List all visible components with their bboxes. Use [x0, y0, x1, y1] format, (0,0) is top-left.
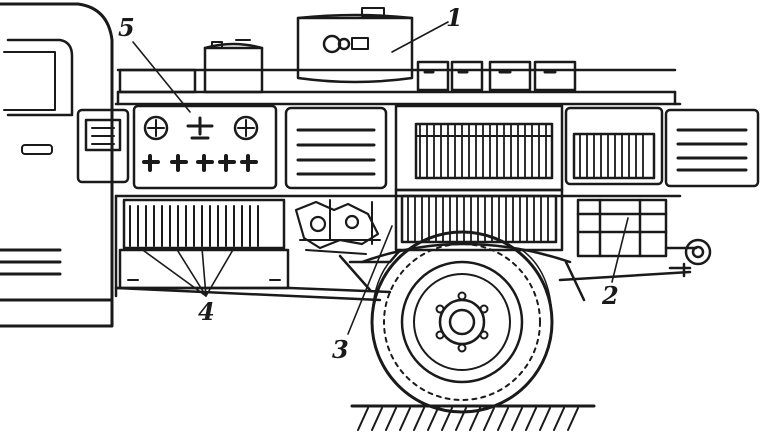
- roof-tank: [296, 7, 414, 84]
- side-door-right: [664, 108, 760, 188]
- leader-line-4d: [205, 247, 235, 297]
- step-ladder: [576, 198, 668, 258]
- control-knobs: [142, 154, 258, 172]
- engine-machinery: [294, 199, 381, 255]
- leader-line-4c: [201, 247, 207, 297]
- callout-4: 4: [198, 297, 215, 326]
- cylinder-compartment-lower: [394, 188, 564, 252]
- callout-3: 3: [332, 335, 349, 364]
- chassis-rail: [114, 248, 402, 302]
- leader-line-1: [391, 21, 449, 53]
- callout-1: 1: [446, 3, 463, 32]
- cylinder-compartment-right: [564, 106, 664, 186]
- leader-line-2: [611, 217, 629, 283]
- roof-rack: [116, 60, 677, 106]
- side-door-left: [76, 108, 130, 184]
- battery-compartment: [118, 198, 290, 290]
- truck-cab: [0, 2, 114, 328]
- leader-line-5: [132, 41, 191, 113]
- leader-lines: [132, 21, 629, 335]
- control-panel: [132, 104, 278, 190]
- rear-wheel: [370, 230, 554, 414]
- leader-line-4a: [139, 247, 207, 297]
- cylinder-compartment-upper: [394, 104, 564, 192]
- leader-line-4b: [175, 247, 207, 297]
- callout-2: 2: [601, 281, 619, 310]
- tow-hitch: [664, 238, 712, 278]
- callout-labels: 1 2 3 4 5: [118, 3, 619, 364]
- roof-box: [203, 39, 264, 94]
- leader-line-3: [347, 225, 393, 335]
- ground-hatching: [350, 404, 596, 431]
- wheel-fender: [360, 242, 586, 302]
- callout-5: 5: [118, 13, 135, 42]
- side-panel-box: [284, 106, 388, 190]
